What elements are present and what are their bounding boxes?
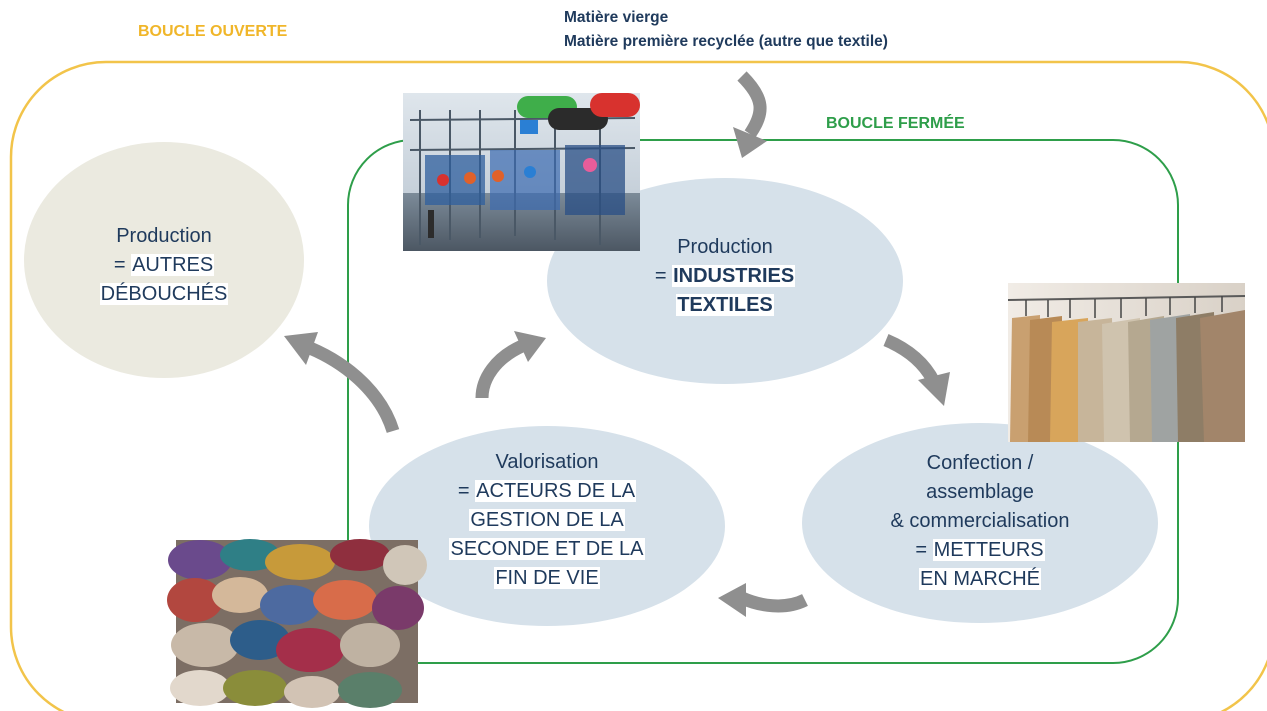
textile-industries-prefix: =: [654, 265, 673, 287]
manufacturing-prefix: =: [915, 539, 933, 561]
manufacturing-title-1: Confection /: [926, 452, 1034, 474]
other-outlets-line2: DÉBOUCHÉS: [99, 283, 229, 305]
arrow-valorisation-to-industries: [475, 340, 525, 399]
textile-industries-line2: TEXTILES: [676, 294, 774, 316]
valorisation-line3: SECONDE ET DE LA: [449, 538, 645, 560]
arrow-valorisation-to-other-outlets: [307, 342, 400, 434]
input-virgin-material: Matière vierge: [564, 9, 669, 26]
textile-industries-line1: INDUSTRIES: [672, 265, 796, 287]
arrowhead-manufacturing: [918, 372, 950, 406]
input-arrow: [737, 71, 767, 138]
valorisation-prefix: =: [457, 480, 476, 502]
manufacturing-line1: METTEURS: [932, 539, 1045, 561]
input-arrowhead: [733, 127, 767, 158]
manufacturing-node: [802, 423, 1158, 623]
valorisation-label: Valorisation = ACTEURS DE LA GESTION DE …: [427, 448, 667, 593]
manufacturing-label: Confection / assemblage & commercialisat…: [855, 449, 1105, 594]
arrowhead-industries: [514, 331, 546, 362]
valorisation-line4: FIN DE VIE: [494, 567, 600, 589]
other-outlets-title: Production: [116, 225, 212, 247]
open-loop-frame: [9, 60, 1267, 711]
arrowhead-valorisation: [718, 583, 746, 617]
textile-factory-photo: [403, 93, 640, 251]
other-outlets-prefix: =: [113, 254, 132, 276]
manufacturing-line2: EN MARCHÉ: [918, 568, 1041, 590]
closed-loop-label: BOUCLE FERMÉE: [826, 115, 965, 132]
other-outlets-label: Production = AUTRES DÉBOUCHÉS: [64, 222, 264, 309]
clothing-rack-photo: [1007, 283, 1246, 442]
open-loop-label: BOUCLE OUVERTE: [138, 23, 288, 40]
other-outlets-line1: AUTRES: [131, 254, 215, 276]
manufacturing-title-3: & commercialisation: [890, 510, 1070, 532]
input-recycled-material: Matière première recyclée (autre que tex…: [564, 33, 888, 50]
valorisation-line2: GESTION DE LA: [469, 509, 625, 531]
arrow-manufacturing-to-valorisation: [739, 591, 808, 613]
arrowhead-other-outlets: [284, 332, 318, 365]
valorisation-title: Valorisation: [495, 451, 599, 473]
manufacturing-title-2: assemblage: [926, 481, 1034, 503]
valorisation-line1: ACTEURS DE LA: [475, 480, 637, 502]
arrow-industries-to-manufacturing: [883, 334, 940, 386]
textile-industries-title: Production: [677, 236, 773, 258]
textile-industries-label: Production = INDUSTRIES TEXTILES: [625, 233, 825, 320]
textile-waste-pile-photo: [167, 539, 427, 708]
